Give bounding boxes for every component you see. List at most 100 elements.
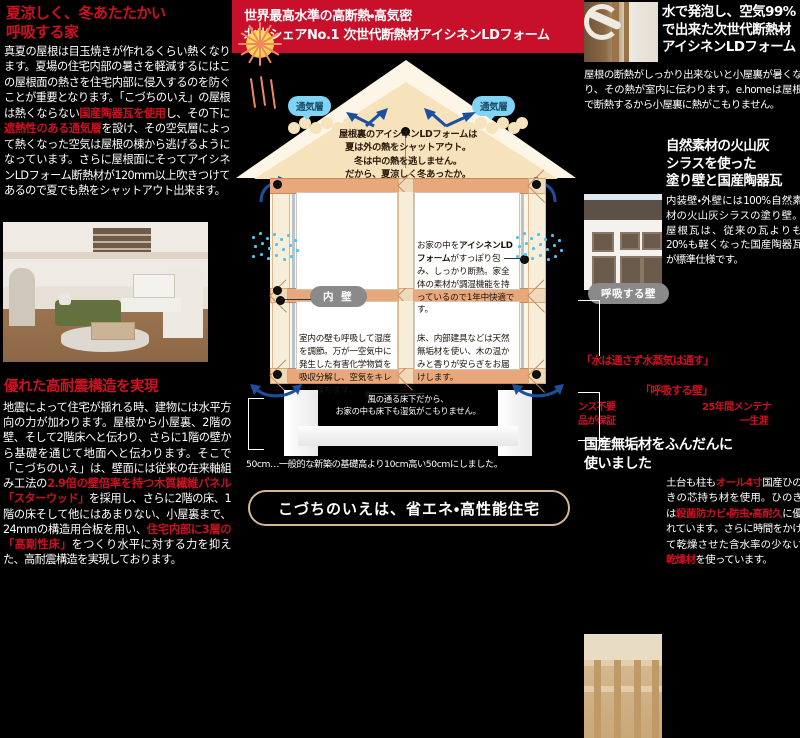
- leader-dot-right-bottom: [532, 370, 541, 379]
- underfloor-arrow-right: [510, 384, 566, 402]
- right-s4-line1: 国産無垢材をふんだんに: [584, 437, 733, 453]
- outer-wall-right: [528, 178, 546, 380]
- center-column: 世界最高水準の高断熱・高気密 北米シェアNo.1 次世代断熱材アイシネンLDフォ…: [232, 0, 584, 590]
- underfloor-arrow-left: [248, 384, 304, 402]
- roof-text-line-3: 冬は中の熱を逃しません。: [354, 155, 462, 167]
- vent-layer-bubble-right: 通気層: [472, 96, 516, 120]
- breathing-wall-quote-2: 「呼吸する壁」: [640, 384, 713, 397]
- inner-wall-dot: [276, 296, 285, 305]
- under-floor-line-1: 風の通る床下だから、: [367, 394, 449, 404]
- leader-dot-left-top: [273, 180, 282, 189]
- leader-dot-left-bottom: [273, 370, 282, 379]
- left-column: 夏涼しく、冬あたたかい 呼吸する家 真夏の屋根は目玉焼きが作れるくらい熱くなりま…: [0, 0, 232, 590]
- right-s4-line2: 使いました: [584, 455, 652, 472]
- right-section4-body: 土台も柱もオール4寸国産ひのきの芯持ち材を使用。ひのきは殺菌防カビ・防虫・高耐久…: [666, 477, 800, 566]
- cell-text-bottom-left: 室内の壁も呼吸して湿度を調節。万が一空気中に発生した有害化学物質を吸収分解し、空…: [299, 334, 392, 396]
- kitchen-window: [133, 274, 175, 298]
- inner-sheet-right: [521, 180, 524, 380]
- right-column: 水で発泡し、空気99% で出来た次世代断熱材 アイシネンLDフォーム 屋根の断熱…: [578, 0, 800, 738]
- breathing-wall-quote: 「水は通さず水蒸気は通す」: [581, 354, 714, 367]
- airflow-arrow-2: [360, 108, 390, 128]
- wood-frame-photo: [584, 634, 662, 738]
- vent-layer-bubble-left: 通気層: [288, 96, 332, 120]
- leader-line-cell-right: [504, 258, 522, 260]
- kitchen-counter: [121, 298, 181, 312]
- airflow-arrow-4: [444, 112, 490, 130]
- foam-bumpy-edge: [288, 117, 528, 134]
- under-floor-text: 風の通る床下だから、 お家の中も床下も湿気がこもりません。: [298, 394, 518, 418]
- left-section1-heading-line1: 夏涼しく、冬あたたかい: [6, 4, 166, 22]
- moisture-dots-left: [252, 232, 304, 266]
- ridge-vent-line: [405, 128, 407, 168]
- sofa: [55, 293, 121, 326]
- leader-bracket-v-1: [599, 300, 601, 356]
- house-photo-window-4: [620, 256, 642, 290]
- center-stud-lower: [398, 301, 414, 368]
- dimension-tick-bottom: [248, 449, 264, 451]
- right-s2-line1: 自然素材の火山灰: [666, 139, 770, 154]
- house-photo-window-5: [642, 256, 662, 290]
- dimension-note: 50cm…一般的な新築の基礎高より10cm高い50cmにしました。: [246, 459, 503, 470]
- right-s1-line2: で出来た次世代断熱材: [662, 22, 791, 38]
- under-floor-line-2: お家の中も床下も湿気がこもりません。: [335, 405, 481, 416]
- panel-upper-right: [414, 192, 520, 290]
- dimension-vertical: [248, 398, 250, 450]
- left-section2-heading: 優れた高耐震構造を実現: [4, 379, 159, 395]
- airflow-arrow-3: [422, 108, 452, 128]
- maintenance-line-2: 一生涯: [740, 416, 769, 427]
- foundation: [284, 390, 532, 456]
- right-s2-line2: シラスを使った: [666, 156, 756, 172]
- cell-text-bottom-right: 床、内部建具などは天然無垢材を使い、木の温かみと香りが安らぎをお届けします。: [417, 334, 510, 383]
- dimension-tick-top: [248, 398, 264, 400]
- roof-text-line-1: 屋根裏のアイシネンLDフォームは: [338, 129, 478, 140]
- arch-door: [9, 268, 35, 326]
- sun-icon: [238, 22, 282, 66]
- leader-dot-bottom-center: [364, 390, 373, 399]
- poster-root: 夏涼しく、冬あたたかい 呼吸する家 真夏の屋根は目玉焼きが作れるくらい熱くなりま…: [0, 0, 800, 590]
- leader-dot-left-mid: [273, 286, 282, 295]
- right-section1-heading: 水で発泡し、空気99% で出来た次世代断熱材 アイシネンLDフォーム: [662, 4, 800, 57]
- house-photo-window-1: [592, 232, 614, 252]
- headline-banner: 世界最高水準の高断熱・高気密 北米シェアNo.1 次世代断熱材アイシネンLDフォ…: [232, 0, 584, 53]
- foam-spray-photo: [584, 2, 658, 62]
- ceiling-beam: [3, 252, 208, 259]
- right-s1-line1: 水で発泡し、空気99%: [662, 5, 796, 20]
- right-section2-heading: 自然素材の火山灰 シラスを使った 塗り壁と国産陶器瓦: [666, 138, 800, 191]
- ridge-vent-dot: [401, 127, 410, 136]
- living-room-photo: [3, 222, 208, 362]
- outer-wall-left: [272, 178, 290, 380]
- leader-dot-right-top: [532, 180, 541, 189]
- inner-sheet-left: [292, 180, 295, 380]
- clipped-text-1: ンス不要: [578, 402, 616, 413]
- wood-photo-ceiling: [584, 634, 662, 660]
- clipped-text-2: 品が保証: [578, 416, 616, 427]
- spray-hose-icon: [584, 4, 620, 40]
- leader-bracket-dot: [606, 297, 613, 304]
- leader-bracket-v-2: [599, 392, 601, 440]
- x-brace-bottom-center: [398, 368, 414, 384]
- left-section1-body: 真夏の屋根は目玉焼きが作れるくらい熱くなります。夏場の住宅内部の暑さを軽減するに…: [4, 45, 231, 198]
- right-section4-heading: 国産無垢材をふんだんに 使いました: [584, 436, 800, 474]
- roof-text-line-2: 夏は外の熱をシャットアウト。: [345, 142, 471, 154]
- x-brace-mid-right: [528, 288, 546, 303]
- leader-bracket-h-2: [578, 392, 600, 394]
- house-photo-window-2: [620, 232, 640, 250]
- left-section2-body: 地震によって住宅が揺れる時、建物には水平方向の力が加わります。屋根から小屋裏、2…: [3, 401, 232, 567]
- banner-line-2: 北米シェアNo.1 次世代断熱材アイシネンLDフォーム: [244, 27, 550, 43]
- left-section1-heading-line2: 呼吸する家: [6, 23, 79, 42]
- tagline-ribbon: こづちのいえは、省エネ・高性能住宅: [248, 490, 570, 526]
- leader-bracket-h-1: [578, 300, 600, 302]
- cell-text-top-right: お家の中をアイシネンLDフォームがすっぽり包み、しっかり断熱。家全体の素材が調湿…: [417, 241, 515, 316]
- leader-bracket-h-3: [578, 440, 606, 442]
- right-section2-body: 内装壁・外壁には100%自然素材の火山灰シラスの塗り壁。屋根瓦は、従来の瓦よりも…: [666, 195, 800, 267]
- center-stud-upper: [398, 192, 414, 288]
- banner-line-1: 世界最高水準の高断熱・高気密: [244, 8, 412, 24]
- foundation-slab: [298, 426, 518, 446]
- panel-lower-right: [414, 301, 520, 370]
- exterior-house-photo: [584, 194, 662, 290]
- house-photo-window-3: [642, 232, 662, 250]
- coffee-table: [91, 322, 135, 340]
- right-s1-line3: アイシネンLDフォーム: [662, 40, 796, 56]
- maintenance-line-1: 25年間メンテナ: [702, 402, 772, 413]
- leader-line-bottom-center: [369, 393, 425, 395]
